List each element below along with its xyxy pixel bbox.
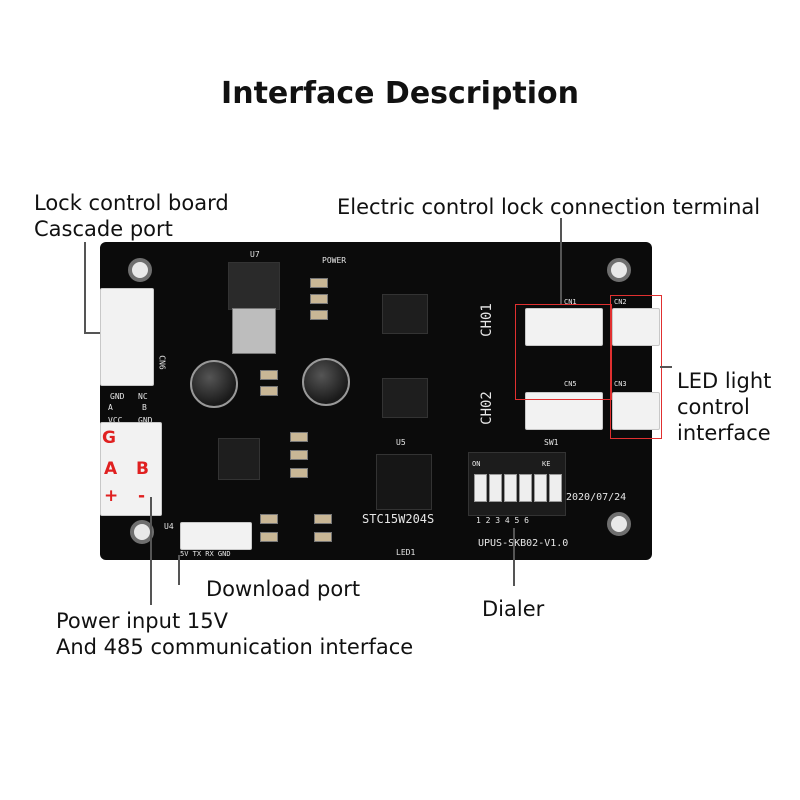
u5-silk: U5 [396,438,406,447]
mounting-hole [607,258,631,282]
mcu-chip [376,454,432,510]
pin-g-label: G [102,428,116,448]
dip-toggle [504,474,517,502]
smd-resistor [290,432,308,442]
b-silk: B [142,403,147,412]
lock-terminal-callout-box [515,304,612,400]
pin-plus-label: + [104,486,119,506]
smd-resistor [310,294,328,304]
mounting-hole [128,258,152,282]
lock-terminal-label: Electric control lock connection termina… [337,195,761,219]
mcu-silk: STC15W204S [362,512,435,526]
smd-resistor [260,386,278,396]
led-terminal-cn2 [612,308,660,346]
smd-resistor [310,310,328,320]
a-silk: A [108,403,113,412]
download-port-label: Download port [206,577,361,601]
download-port-connector [180,522,252,550]
sw1-silk: SW1 [544,438,559,447]
nc-silk: NC [138,392,148,401]
smd-capacitor [314,514,332,524]
power-silk: POWER [322,256,347,265]
page-title: Interface Description [221,76,579,111]
dip-toggle [549,474,562,502]
gnd-silk: GND [110,392,125,401]
model-silk: UPUS-SKB02-V1.0 [478,538,569,549]
cascade-leader-line [84,332,100,334]
smd-resistor [310,278,328,288]
cascade-port-connector [100,288,154,386]
u7-silk: U7 [250,250,260,259]
cascade-port-label-line2: Cascade port [34,217,173,241]
dip-toggle [519,474,532,502]
cn3-silk: CN3 [614,380,627,388]
power-leader-line [150,497,152,605]
lock-terminal-leader-line [560,218,562,304]
pin-b-label: B [136,459,149,479]
led-interface-label-line3: interface [677,421,771,445]
pin-a-label: A [104,459,118,479]
mosfet-q1 [382,294,428,334]
led-terminal-cn3 [612,392,660,430]
download-pins-silk: 5V TX RX GND [180,550,231,558]
capacitor-c20 [302,358,350,406]
on-silk: ON [472,460,481,468]
lock-terminal-cn1 [525,308,603,346]
cn2-silk: CN2 [614,298,627,306]
dip-toggle [474,474,487,502]
mounting-hole [607,512,631,536]
led-leader-line [660,366,672,368]
cascade-port-label-line1: Lock control board [34,191,229,215]
smd-capacitor [314,532,332,542]
pin-minus-label: - [138,486,146,506]
led-interface-label-line1: LED light [677,369,772,393]
led-interface-callout-box [610,295,662,439]
capacitor-c1 [190,360,238,408]
smd-resistor [260,370,278,380]
u4-silk: U4 [164,522,174,531]
dip-toggle [489,474,502,502]
dip-numbers-silk: 1 2 3 4 5 6 [476,516,529,525]
download-leader-line [178,555,180,585]
vcc-silk: VCC [108,416,123,425]
cascade-leader-line [84,242,86,332]
mosfet-q2 [382,378,428,418]
power-input-label-line2: And 485 communication interface [56,635,414,659]
transceiver-chip [218,438,260,480]
dialer-label: Dialer [482,597,545,621]
dialer-leader-line [513,528,515,586]
ch02-silk: CH02 [478,391,495,425]
smd-resistor [290,468,308,478]
cn6-silk: CN6 [157,355,167,370]
ch01-silk: CH01 [478,303,495,337]
pcb-board: CN6 GND NC A B VCC GND U7 POWER CH01 CH0… [100,242,660,560]
dip-toggle [534,474,547,502]
smd-capacitor [260,532,278,542]
power-input-label-line1: Power input 15V [56,609,228,633]
led1-silk: LED1 [396,548,416,557]
gnd-silk-2: GND [138,416,153,425]
smd-capacitor [260,514,278,524]
cn1-silk: CN1 [564,298,577,306]
regulator-tab [232,308,276,354]
lock-terminal-cn5 [525,392,603,430]
regulator-chip [228,262,280,310]
ke-silk: KE [542,460,551,468]
led-interface-label-line2: control [677,395,750,419]
cn5-silk: CN5 [564,380,577,388]
smd-resistor [290,450,308,460]
date-silk: 2020/07/24 [566,492,627,503]
